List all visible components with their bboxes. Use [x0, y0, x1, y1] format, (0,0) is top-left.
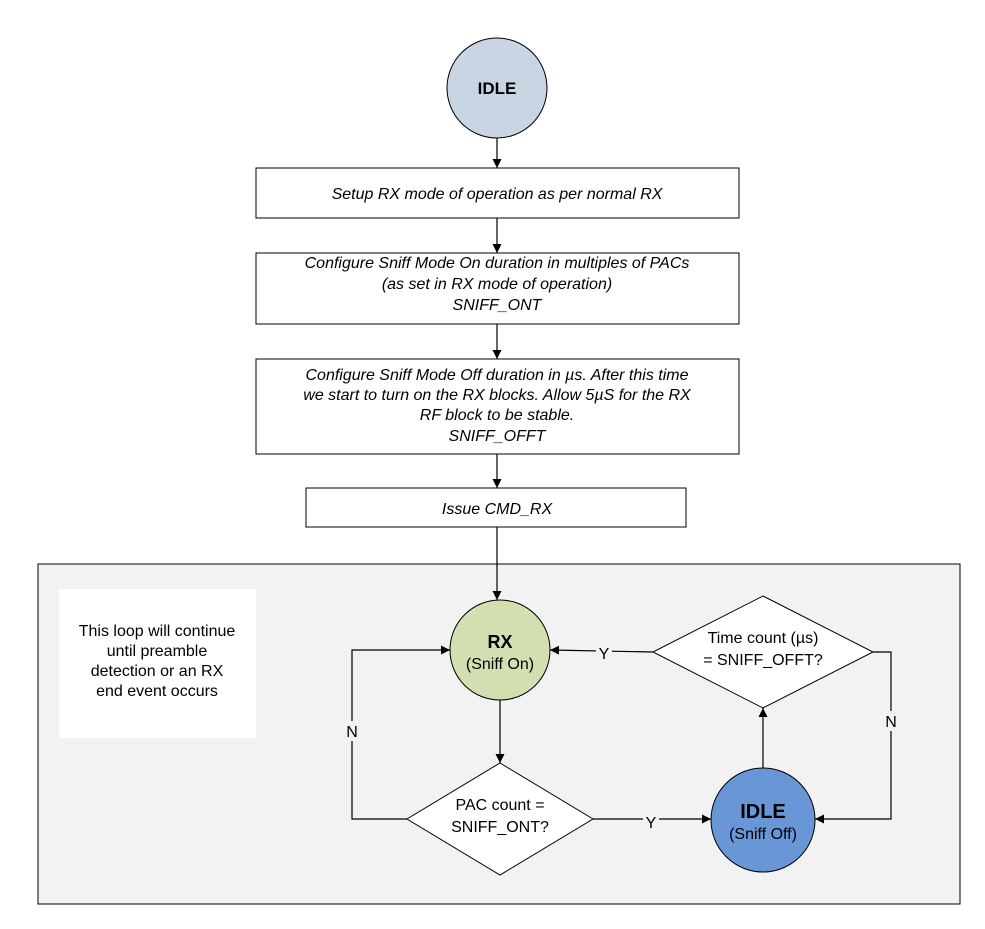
- time-decision: Time count (µs) = SNIFF_OFFT?: [651, 595, 875, 709]
- sniff-on-step: Configure Sniff Mode On duration in mult…: [255, 252, 740, 325]
- idle-sniff-off-node: IDLE (Sniff Off): [710, 767, 816, 873]
- loop-note-line-3: detection or an RX: [91, 663, 224, 680]
- sniff-on-line-2: (as set in RX mode of operation): [382, 276, 612, 293]
- time-decision-line-1: Time count (µs): [708, 630, 819, 647]
- start-idle-label: IDLE: [478, 79, 517, 98]
- pac-decision-line-1: PAC count =: [455, 797, 544, 814]
- pac-decision-line-2: SNIFF_ONT?: [451, 819, 549, 836]
- start-idle-node: IDLE: [446, 37, 548, 139]
- sniff-on-line-1: Configure Sniff Mode On duration in mult…: [305, 255, 690, 272]
- connector-time-no-to-idle: [815, 651, 892, 824]
- rx-label: RX: [487, 632, 512, 652]
- loop-note-line-2: until preamble: [107, 643, 208, 660]
- loop-note-line-1: This loop will continue: [79, 623, 236, 640]
- idle-sniff-off-label: IDLE: [740, 801, 786, 823]
- rx-sublabel: (Sniff On): [466, 656, 534, 673]
- edge-labels: N Y Y N: [344, 643, 899, 832]
- sniff-off-line-3: RF block to be stable.: [420, 407, 574, 424]
- sniff-off-line-4: SNIFF_OFFT: [449, 428, 547, 445]
- issue-cmd-step: Issue CMD_RX: [305, 487, 687, 528]
- issue-cmd-line-1: Issue CMD_RX: [442, 501, 554, 518]
- edge-label-pac-yes: Y: [646, 815, 657, 832]
- edge-label-time-no: N: [885, 714, 897, 731]
- sniff-on-line-3: SNIFF_ONT: [453, 297, 543, 314]
- loop-note-line-4: end event occurs: [96, 683, 218, 700]
- rx-node: RX (Sniff On): [449, 599, 551, 701]
- edge-label-time-yes: Y: [599, 646, 610, 663]
- sniff-off-line-1: Configure Sniff Mode Off duration in µs.…: [305, 367, 688, 384]
- setup-rx-line-1: Setup RX mode of operation as per normal…: [332, 186, 664, 203]
- time-decision-line-2: = SNIFF_OFFT?: [703, 652, 823, 669]
- sniff-off-step: Configure Sniff Mode Off duration in µs.…: [255, 358, 740, 455]
- idle-sniff-off-sublabel: (Sniff Off): [729, 826, 797, 843]
- loop-note: This loop will continue until preamble d…: [59, 589, 256, 738]
- edge-label-pac-no: N: [346, 724, 358, 741]
- sniff-off-line-2: we start to turn on the RX blocks. Allow…: [303, 387, 692, 404]
- pac-decision: PAC count = SNIFF_ONT?: [406, 762, 594, 876]
- setup-rx-step: Setup RX mode of operation as per normal…: [255, 167, 740, 219]
